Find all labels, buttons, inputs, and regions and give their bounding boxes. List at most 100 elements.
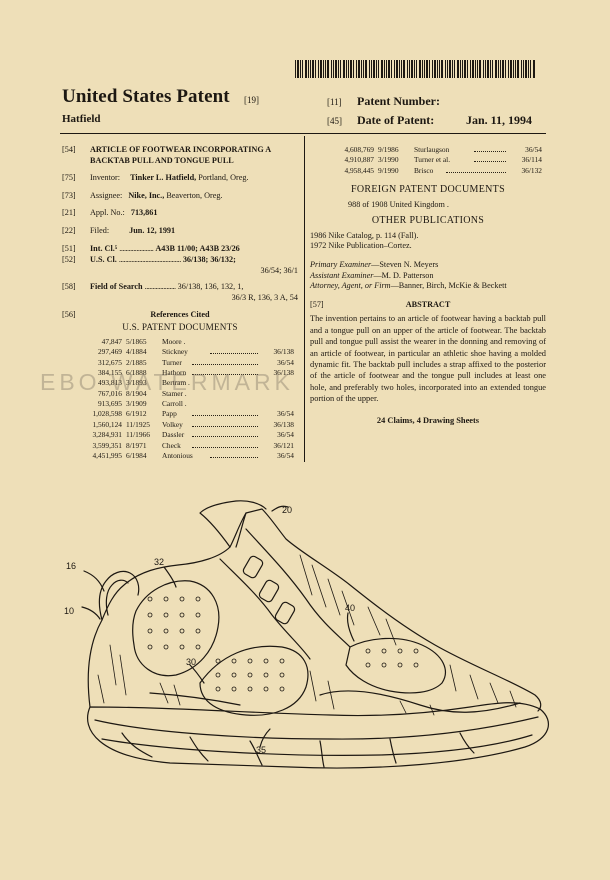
barcode-bar [500, 60, 501, 78]
perforation-dot [365, 662, 371, 668]
intcl-field: [51] Int. Cl.⁵ ...................... A4… [62, 243, 240, 253]
ref-class: 36/54 [277, 430, 294, 440]
ref-leader [192, 363, 258, 365]
ref-class: 36/54 [525, 145, 542, 154]
barcode-bar [308, 60, 309, 78]
barcode-bar [492, 60, 493, 78]
ref-date: 3/1909 [126, 399, 147, 409]
barcode-bar [363, 60, 364, 78]
abstract-code: [57] [310, 299, 324, 309]
assignee-name: Nike, Inc., [128, 190, 165, 200]
barcode-bar [358, 60, 360, 78]
barcode-bar [353, 60, 354, 78]
perforation-dot [365, 648, 371, 654]
hatch-line [509, 690, 517, 708]
perforation-dot [163, 628, 169, 634]
hatch-line [469, 674, 479, 700]
field-code: [75] [62, 173, 76, 183]
barcode-bar [338, 60, 339, 78]
barcode-bar [414, 60, 415, 78]
barcode-bar [508, 60, 509, 78]
perforation-dot [215, 686, 221, 692]
perforation-dot [179, 612, 185, 618]
barcode-bar [490, 60, 491, 78]
hatch-line [429, 704, 435, 716]
ref-leader [210, 353, 258, 355]
barcode-bar [302, 60, 303, 78]
uscl-label: U.S. Cl. [90, 255, 117, 265]
ref-class: 36/138 [273, 367, 294, 377]
perforation-dot [247, 658, 253, 664]
ref-class: 36/132 [521, 165, 542, 175]
attorney-label: Attorney, Agent, or Firm [310, 281, 391, 291]
ref-patent-number: 3,599,351 [92, 440, 122, 450]
barcode-bar [394, 60, 395, 78]
barcode-bar [371, 60, 372, 78]
barcode-bar [437, 60, 438, 78]
barcode-bar [403, 60, 405, 78]
shoe-drawing: 20 16 10 32 40 30 35 [50, 495, 570, 795]
barcode-bar [485, 60, 486, 78]
ref-date: 8/1971 [126, 440, 147, 450]
filed-field: [22] Filed: Jun. 12, 1991 [62, 226, 298, 237]
barcode-bar [495, 60, 497, 78]
ref-patent-number: 384,155 [97, 367, 122, 377]
perforation-dot [231, 672, 237, 678]
barcode-bar [419, 60, 421, 78]
ref-leader [210, 457, 258, 459]
ref-class: 36/114 [521, 155, 542, 165]
hatching [97, 554, 517, 716]
primary-examiner-label: Primary Examiner [310, 259, 372, 269]
appl-field: [21] Appl. No.: 713,861 [62, 208, 298, 219]
ref-name: Papp [162, 409, 177, 419]
barcode-bar [447, 60, 448, 78]
perforation-dot [413, 648, 419, 654]
barcode-bar [343, 60, 345, 78]
ref-name: Stamer . [162, 388, 187, 398]
barcode-bar [295, 60, 296, 78]
ref-name: Antonious [162, 451, 193, 461]
perforation-dot [279, 686, 285, 692]
barcode [295, 60, 538, 78]
hatch-line [327, 680, 335, 710]
perforation-dot [179, 628, 185, 634]
inventor-name: Tinker L. Hatfield, [130, 173, 197, 183]
barcode-bar [318, 60, 319, 78]
ref-date: 4/1884 [126, 347, 147, 357]
ref-leader [192, 415, 258, 417]
ref-date: 6/1984 [126, 451, 147, 461]
perforation-dot [179, 596, 185, 602]
barcode-bar [513, 60, 514, 78]
perforation-dot [147, 596, 153, 602]
barcode-bar [350, 60, 352, 78]
assistant-examiner-name: —M. D. Patterson [373, 270, 434, 280]
barcode-bar [416, 60, 417, 78]
barcode-bar [525, 60, 527, 78]
barcode-bar [498, 60, 499, 78]
perforation-dot [231, 686, 237, 692]
search-label: Field of Search [90, 282, 143, 292]
barcode-bar [323, 60, 324, 78]
barcode-bar [439, 60, 440, 78]
perforation-dot [215, 672, 221, 678]
ref-leader [192, 373, 258, 375]
ref-label-35: 35 [256, 745, 267, 755]
ref-name: Stickney [162, 347, 188, 357]
perforation-dot [263, 672, 269, 678]
inventor-place: Portland, Oreg. [198, 173, 249, 183]
right-column: FOREIGN PATENT DOCUMENTS 988 of 1908 Uni… [310, 180, 546, 426]
barcode-bar [386, 60, 387, 78]
hatch-line [119, 654, 127, 696]
ref-class: 36/138 [273, 419, 294, 429]
perforation-dot [397, 662, 403, 668]
barcode-bar [475, 60, 476, 78]
barcode-bar [422, 60, 423, 78]
ref-patent-number: 4,958,445 [344, 165, 374, 175]
hatch-line [449, 664, 457, 692]
